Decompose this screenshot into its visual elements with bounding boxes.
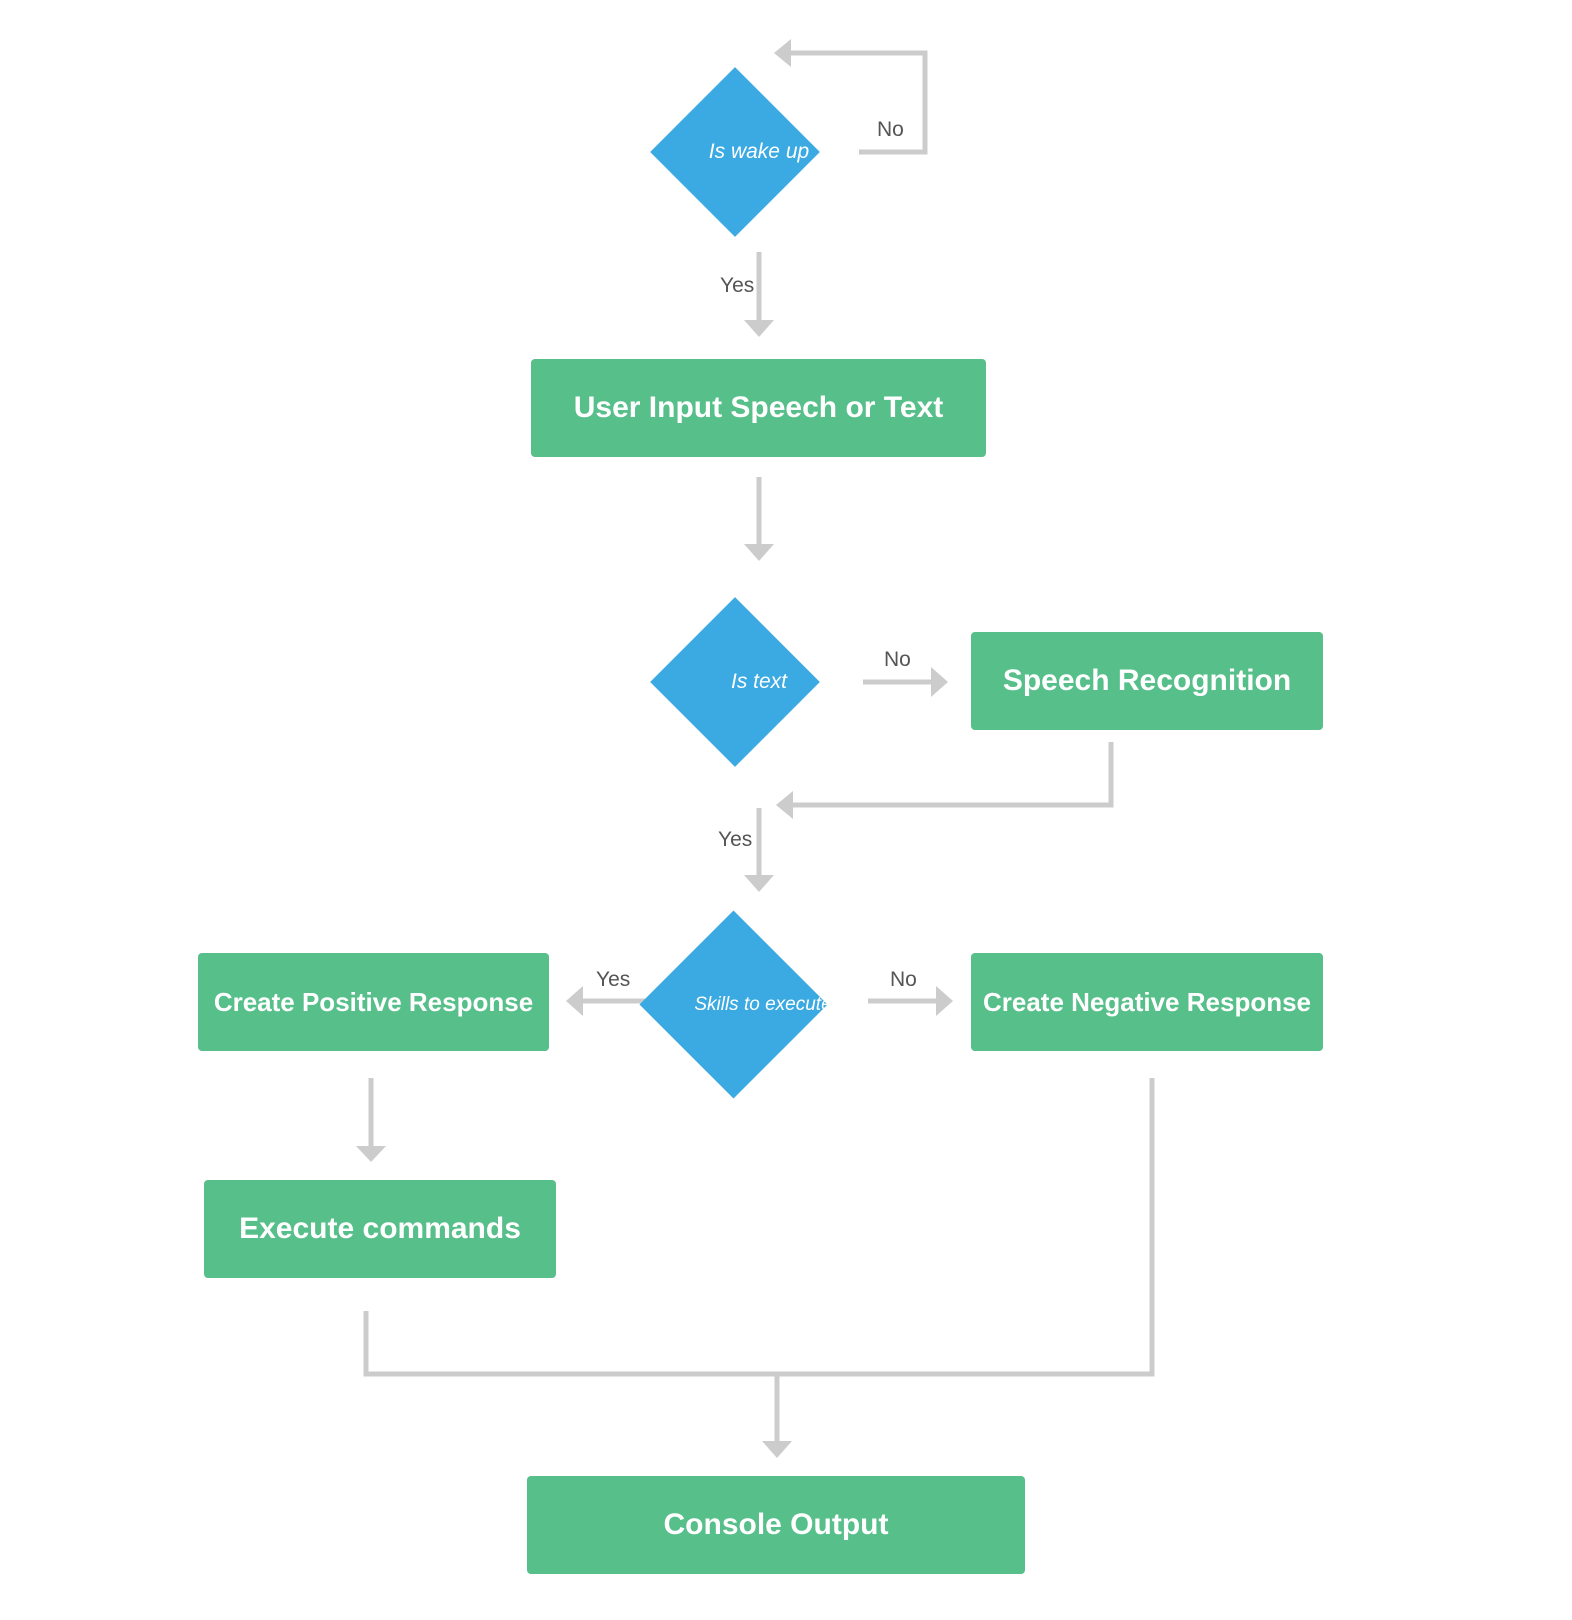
arrowhead-wake-no	[774, 39, 791, 67]
arrowhead-skills-no	[936, 986, 953, 1016]
edge-label-text-yes: Yes	[718, 828, 753, 851]
edge-label-wake-yes: Yes	[720, 274, 755, 297]
process-positive-response: Create Positive Response	[198, 953, 549, 1051]
decision-is-text-label: Is text	[730, 670, 788, 693]
process-speech-recognition: Speech Recognition	[971, 632, 1323, 730]
wake-no-loop-line	[783, 50, 928, 155]
process-execute-commands: Execute commands	[204, 1180, 556, 1278]
arrowhead-wake-yes	[744, 320, 774, 337]
edge-label-wake-no: No	[877, 118, 904, 141]
arrowhead-positive-down	[356, 1146, 386, 1162]
arrowhead-speech-return	[776, 791, 793, 819]
speech-return-line	[786, 742, 1114, 808]
process-console-output: Console Output	[527, 1476, 1025, 1574]
arrowhead-istext-yes	[744, 875, 774, 892]
arrowhead-input-down	[744, 544, 774, 561]
decision-skills-label: Skills to execute	[694, 994, 832, 1015]
arrowhead-output	[762, 1441, 792, 1458]
edge-label-skills-no: No	[890, 968, 917, 991]
process-user-input: User Input Speech or Text	[531, 359, 986, 457]
arrowhead-skills-yes	[566, 986, 583, 1016]
edge-label-skills-yes: Yes	[596, 968, 631, 991]
decision-wake-up-label: Is wake up	[708, 140, 810, 163]
arrowhead-istext-no	[931, 667, 948, 697]
process-negative-response: Create Negative Response	[971, 953, 1323, 1051]
edge-label-text-no: No	[884, 648, 911, 671]
merge-line	[363, 1078, 1155, 1377]
